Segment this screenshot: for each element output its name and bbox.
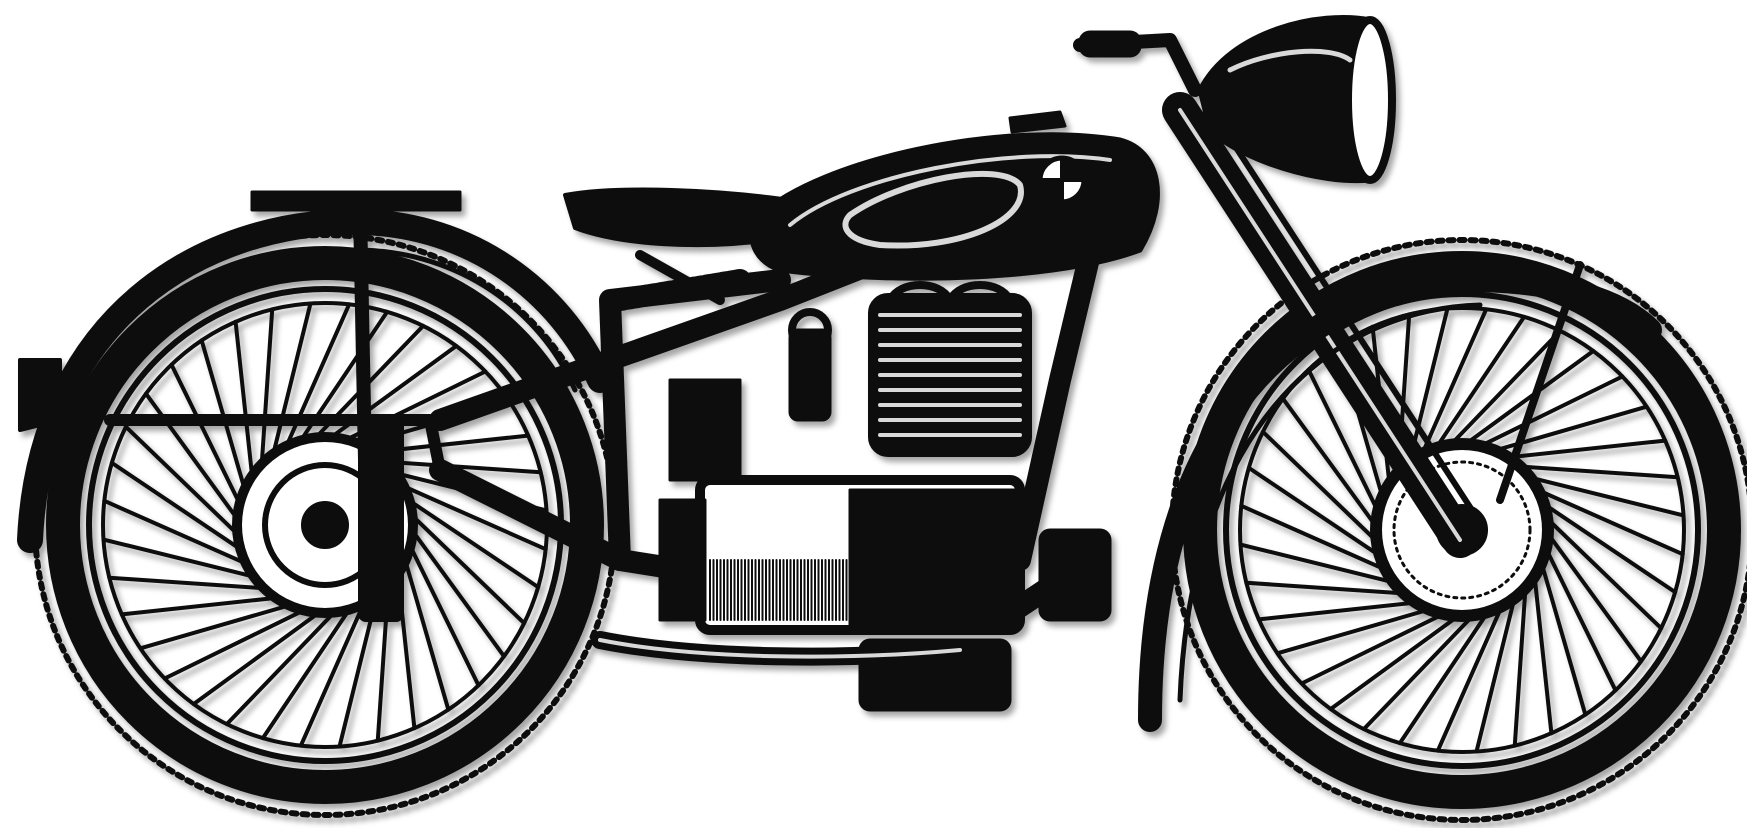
crankcase [658,475,1112,712]
seat-spring [609,269,751,311]
engine-cylinder [868,281,1032,457]
rear-fender [17,208,613,553]
handlebar [1073,30,1202,97]
saddle-seat [563,187,792,311]
carburetor [668,308,832,482]
exhaust-pipe [591,631,969,666]
fuel-tank [749,110,1160,281]
rear-wheel [32,232,618,818]
headlamp [1197,15,1396,184]
front-fender [1138,261,1662,732]
bmw-tank-badge [1037,155,1087,205]
